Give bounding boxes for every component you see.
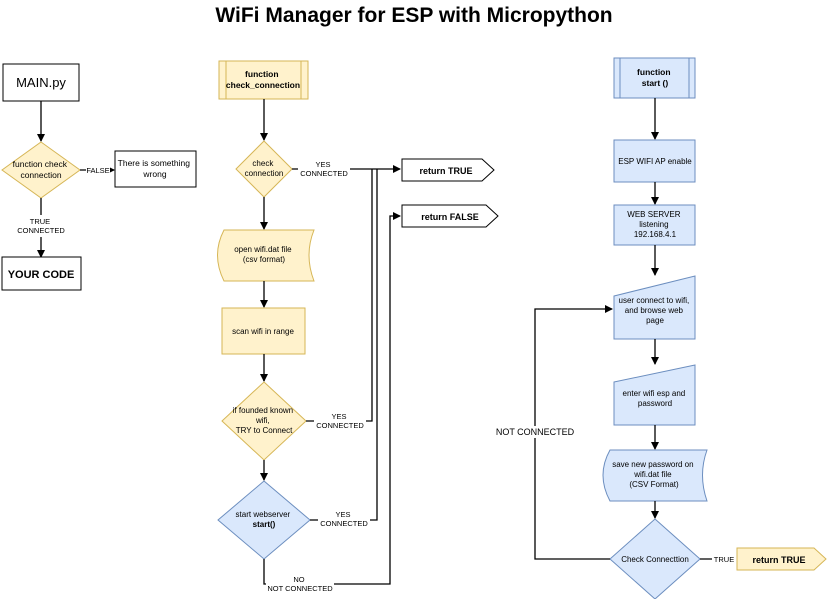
return-true-node [401, 158, 495, 182]
user-connect-label: user connect to wifi, and browse web pag… [619, 296, 692, 325]
function-check-connection-label: function check_connection [226, 69, 300, 90]
true-label-start: TRUE [714, 555, 734, 564]
return-false-node [401, 204, 499, 228]
start-webserver-label: start webserver start() [236, 510, 293, 529]
ap-enable-node [613, 139, 696, 183]
something-wrong-label: There is something wrong [118, 158, 193, 179]
check-connection-flow: function check_connection check connecti… [217, 60, 499, 594]
main-py-label: MAIN.py [16, 75, 66, 90]
return-true-label-2: return TRUE [752, 555, 805, 565]
save-password-node [602, 449, 708, 502]
web-server-label: WEB SERVER listening 192.168.4.1 [627, 210, 682, 239]
function-start-node [613, 57, 696, 99]
start-flow: function start () ESP WIFI AP enable WEB… [494, 57, 827, 599]
your-code-node [1, 256, 82, 291]
return-true-label: return TRUE [419, 166, 472, 176]
check-connection-decision-label: function check connection [13, 159, 70, 180]
user-connect-node [613, 275, 696, 340]
no-not-connected-label: NO NOT CONNECTED [267, 575, 333, 593]
web-server-node [613, 204, 696, 246]
return-true-node-2 [736, 547, 827, 571]
check-connecttion-label: Check Connecttion [621, 555, 689, 564]
ap-enable-label: ESP WIFI AP enable [618, 157, 692, 166]
edge-yes-2 [306, 169, 373, 422]
main-py-node [2, 63, 80, 102]
yes-connected-label-1: YES CONNECTED [300, 160, 348, 178]
edge-yes-3 [310, 169, 378, 521]
open-wifi-file-label: open wifi.dat file (csv format) [234, 245, 294, 264]
false-label: FALSE [86, 166, 109, 175]
not-connected-label: NOT CONNECTED [496, 427, 575, 437]
function-start-label: function start () [637, 67, 673, 88]
something-wrong-node [114, 150, 197, 188]
yes-connected-label-2: YES CONNECTED [316, 412, 364, 430]
yes-connected-label-3: YES CONNECTED [320, 510, 368, 528]
scan-wifi-node [221, 307, 306, 355]
function-check-connection-node [218, 60, 309, 100]
if-found-label: if founded known wifi, TRY to Connect [233, 406, 296, 435]
true-connected-label: TRUE CONNECTED [17, 217, 65, 235]
return-false-label: return FALSE [421, 212, 479, 222]
edge-no [263, 212, 401, 585]
check-decision-label: check connection [245, 159, 284, 178]
page-title: WiFi Manager for ESP with Micropython [215, 4, 613, 27]
check-connection-decision-3 [609, 518, 701, 599]
enter-wifi-node [613, 364, 696, 426]
open-wifi-file-node [217, 229, 315, 282]
scan-wifi-label: scan wifi in range [232, 327, 294, 336]
your-code-label: YOUR CODE [8, 269, 75, 281]
main-flow: MAIN.py function check connection FALSE … [1, 63, 197, 291]
save-password-label: save new password on wifi.dat file (CSV … [612, 460, 696, 489]
enter-wifi-label: enter wifi esp and password [623, 389, 688, 408]
